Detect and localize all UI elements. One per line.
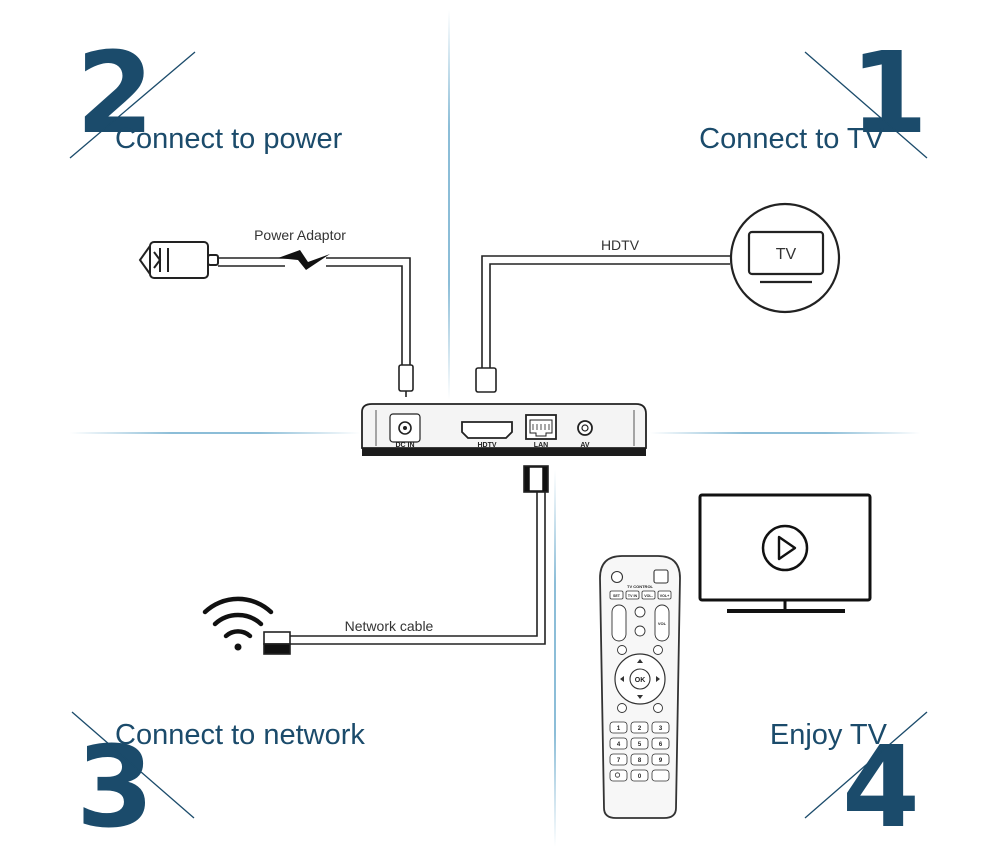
- remote-key-9: 9: [659, 758, 663, 764]
- remote-key-8: 8: [638, 758, 642, 764]
- vertical-divider-top: [448, 10, 450, 400]
- remote-key-7: 7: [617, 758, 621, 764]
- step-2-label: Connect to power: [115, 123, 343, 155]
- play-icon: [777, 535, 797, 561]
- lan-port-label: LAN: [534, 442, 548, 449]
- av-port: [577, 420, 593, 436]
- hdtv-port: [461, 421, 513, 439]
- remote-tv-power-icon: [653, 569, 669, 584]
- remote-control: TV CONTROL SET TV IN VOL- VOL+ VOL OK: [599, 555, 681, 819]
- horizontal-divider-right: [650, 432, 920, 434]
- tv-box: DC IN HDTV LAN AV: [361, 403, 647, 456]
- remote-ok-label: OK: [635, 677, 646, 684]
- step-1-label: Connect to TV: [699, 123, 885, 155]
- network-cable: [263, 465, 549, 655]
- remote-key-5: 5: [638, 742, 642, 748]
- hdmi-cable: [475, 255, 730, 393]
- power-plug-icon: [138, 241, 219, 279]
- step-2-number: 2: [76, 29, 154, 159]
- vertical-divider-bottom: [554, 470, 556, 847]
- step-3-number: 3: [76, 723, 154, 847]
- step-2: 2 Connect to power: [69, 29, 343, 159]
- tv-circle-icon: TV: [729, 202, 841, 314]
- remote-tvin-label: TV IN: [628, 594, 638, 598]
- step-2-slash: [69, 51, 196, 159]
- step-4-slash: [804, 711, 928, 819]
- remote-power-icon: [610, 570, 624, 584]
- remote-set-label: SET: [613, 594, 621, 598]
- hdtv-port-label: HDTV: [477, 442, 496, 449]
- step-4: 4 Enjoy TV: [770, 711, 928, 847]
- remote-key-0: 0: [638, 774, 642, 780]
- remote-key-3: 3: [659, 726, 663, 732]
- step-3-slash: [71, 711, 195, 819]
- remote-key-1: 1: [617, 726, 621, 732]
- step-3-label: Connect to network: [115, 719, 365, 751]
- remote-ok-button: [629, 668, 651, 690]
- monitor-play-icon: [698, 493, 872, 613]
- remote-search-icon: [614, 772, 621, 778]
- dc-in-label: DC IN: [395, 442, 414, 449]
- remote-vol-label: VOL: [658, 621, 667, 626]
- remote-key-4: 4: [617, 742, 621, 748]
- step-1-number: 1: [850, 29, 928, 159]
- remote-volminus-label: VOL-: [644, 594, 653, 598]
- horizontal-divider-left: [70, 432, 360, 434]
- wifi-icon: [202, 596, 274, 651]
- tv-icon-label: TV: [776, 246, 797, 263]
- hdtv-cable-label: HDTV: [601, 237, 640, 253]
- remote-key-2: 2: [638, 726, 642, 732]
- remote-key-6: 6: [659, 742, 663, 748]
- step-4-number: 4: [842, 723, 920, 847]
- remote-volplus-label: VOL+: [660, 594, 670, 598]
- remote-tv-control-label: TV CONTROL: [627, 584, 654, 589]
- step-1: 1 Connect to TV: [699, 29, 928, 159]
- lightning-bolt-icon: [278, 250, 330, 270]
- step-1-slash: [804, 51, 928, 159]
- step-4-label: Enjoy TV: [770, 719, 888, 751]
- step-3: 3 Connect to network: [71, 711, 365, 847]
- power-cable: [218, 257, 414, 397]
- power-adaptor-label: Power Adaptor: [254, 227, 346, 243]
- av-port-label: AV: [580, 442, 590, 449]
- network-cable-label: Network cable: [345, 618, 434, 634]
- remote-keypad: 1 2 3 4 5 6 7 8 9 0: [609, 721, 670, 782]
